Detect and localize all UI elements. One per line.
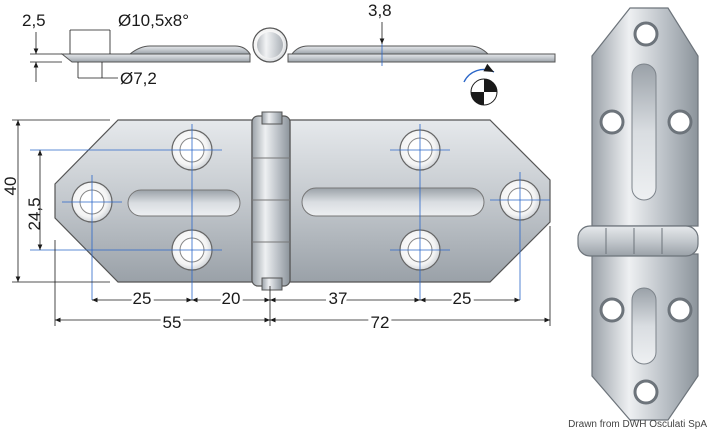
top-view-right-leaf: [287, 53, 556, 63]
front-view: 40 24,5 25 20 37 25 55: [1, 111, 551, 335]
dim-hole: Ø7,2: [120, 69, 157, 88]
rotation-symbol: [463, 63, 498, 106]
hinge-product-image: [577, 7, 699, 421]
front-view-knuckle: [251, 115, 291, 287]
dim-hole-pitch: 24,5: [25, 197, 44, 230]
right-slot: [301, 187, 485, 217]
dim-countersink: Ø10,5x8°: [118, 11, 189, 30]
top-view: 2,5 Ø10,5x8° Ø7,2 3,8: [22, 1, 556, 88]
dim-thickness: 2,5: [22, 11, 46, 30]
dim-25-right: 25: [453, 289, 472, 308]
top-view-left-leaf: [60, 53, 251, 63]
dim-55: 55: [163, 313, 182, 332]
dim-height: 40: [1, 177, 20, 196]
dim-37: 37: [329, 289, 348, 308]
dim-knuckle: 3,8: [368, 1, 392, 20]
left-slot: [127, 189, 241, 217]
center-lines: [30, 124, 550, 300]
dim-72: 72: [371, 313, 390, 332]
image-credit: Drawn from DWH Osculati SpA: [568, 419, 707, 430]
dim-20: 20: [222, 289, 241, 308]
dim-25-left: 25: [133, 289, 152, 308]
